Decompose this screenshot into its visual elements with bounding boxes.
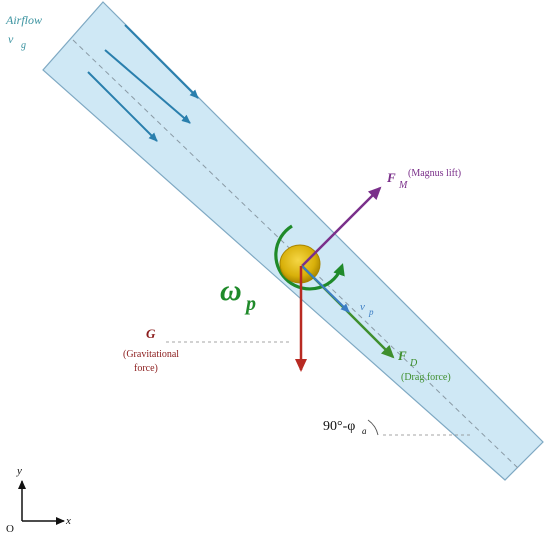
y-axis-label: y	[16, 465, 22, 477]
particle-velocity-arrow	[301, 265, 350, 313]
particle-velocity-symbol: v	[360, 301, 365, 313]
angular-velocity-symbol: ω	[220, 274, 242, 307]
magnus-symbol: F	[386, 170, 396, 185]
duct-channel	[42, 1, 544, 481]
airflow-arrow	[124, 24, 199, 99]
angle-subscript: a	[362, 426, 367, 436]
gravity-description-line1: (Gravitational	[123, 349, 179, 360]
drag-description: (Drag force)	[401, 372, 451, 383]
rotation-arrow	[274, 224, 345, 291]
magnus-description: (Magnus lift)	[408, 168, 461, 179]
magnus-lift-arrow	[301, 186, 382, 267]
x-axis-label: x	[65, 515, 71, 527]
airflow-label: Airflow	[5, 13, 42, 27]
airflow-velocity-subscript: g	[21, 40, 26, 51]
airflow-arrow	[87, 71, 158, 142]
origin-label: O	[6, 523, 14, 535]
airflow-arrow	[104, 49, 191, 124]
magnus-subscript: M	[398, 180, 408, 191]
drag-symbol: F	[397, 348, 407, 363]
angle-label: 90°-φ	[323, 419, 355, 434]
drag-subscript: D	[409, 358, 418, 369]
angle-arc	[367, 419, 379, 436]
airflow-velocity-symbol: v	[8, 32, 14, 46]
angular-velocity-subscript: p	[244, 293, 256, 315]
particle-velocity-subscript: p	[368, 307, 374, 317]
gravity-description-line2: force)	[134, 363, 158, 374]
gravity-symbol: G	[146, 326, 156, 341]
